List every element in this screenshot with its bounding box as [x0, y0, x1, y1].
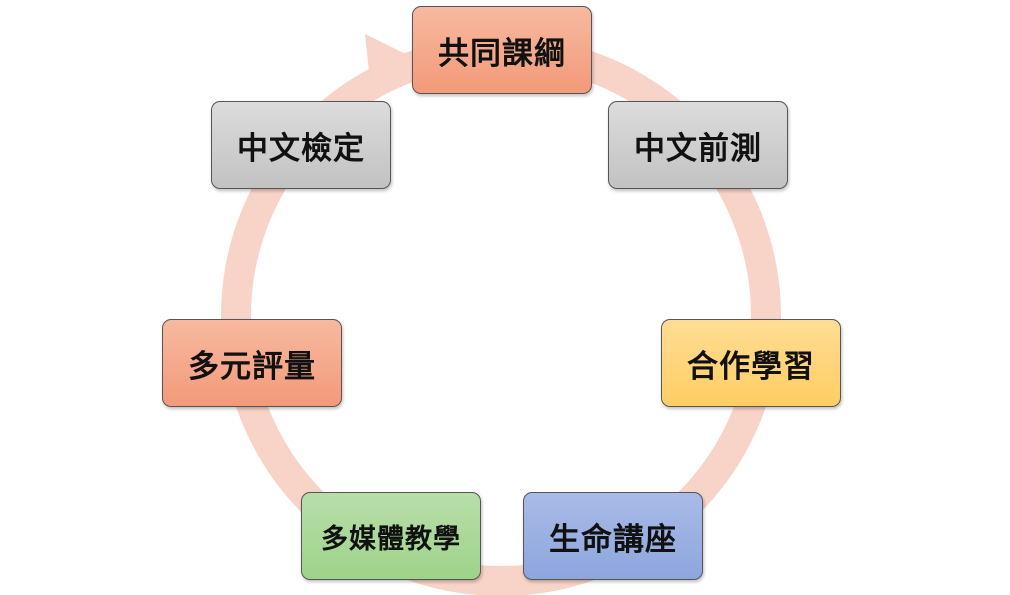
node-multimedia-teaching: 多媒體教學 [301, 492, 481, 580]
node-shared-curriculum: 共同課綱 [412, 6, 592, 94]
ring-arrowhead [365, 34, 408, 90]
node-cooperative-learning: 合作學習 [661, 319, 841, 407]
node-label: 多元評量 [188, 348, 316, 385]
node-life-lecture: 生命講座 [523, 492, 703, 580]
node-label: 中文前測 [634, 130, 762, 167]
node-label: 中文檢定 [237, 130, 365, 167]
node-label: 生命講座 [549, 521, 677, 558]
node-label: 多媒體教學 [321, 523, 461, 555]
node-chinese-pretest: 中文前測 [608, 101, 788, 189]
node-label: 共同課綱 [438, 35, 566, 72]
node-diverse-assessment: 多元評量 [162, 319, 342, 407]
node-chinese-proficiency-test: 中文檢定 [211, 101, 391, 189]
node-label: 合作學習 [687, 348, 815, 385]
